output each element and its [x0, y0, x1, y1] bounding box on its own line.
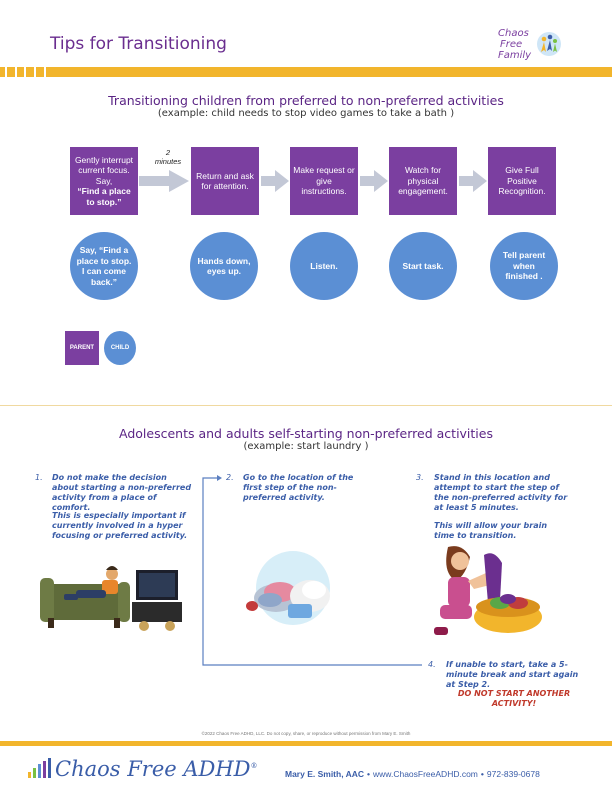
chaos-free-adhd-bars-icon — [28, 758, 51, 778]
laundry-pile-illustration — [246, 551, 330, 625]
brand-line-2: Free — [500, 39, 523, 50]
parent-step-3-text: Make request or give instructions. — [293, 165, 355, 197]
footer-rule — [0, 741, 612, 746]
footer-phone: 972-839-0678 — [486, 769, 540, 779]
brand-line-1: Chaos — [498, 28, 529, 39]
parent-step-1-text: Gently interrupt current focus. Say, — [74, 154, 134, 186]
page-title: Tips for Transitioning — [50, 34, 227, 54]
step-1-note: This is especially important if currentl… — [52, 511, 188, 540]
couch-gaming-illustration — [40, 566, 182, 631]
parent-step-5-text: Give Full Positive Recognition. — [498, 165, 546, 197]
step-3-number: 3. — [416, 473, 424, 482]
brand-line-3: Family — [498, 50, 532, 61]
arrow-time-label: 2 minutes — [150, 148, 186, 166]
legend-child: CHILD — [104, 331, 136, 365]
parent-step-5: Give Full Positive Recognition. — [488, 147, 556, 215]
step-2-text: Go to the location of the first step of … — [243, 473, 354, 502]
parent-step-1-quote: “Find a place to stop.” — [77, 186, 131, 207]
copyright-notice: ©2022 Chaos Free ADHD, LLC. Do not copy,… — [201, 731, 411, 736]
footer-brand: Chaos Free ADHD® — [55, 757, 258, 781]
parent-step-4-text: Watch for physical engagement. — [398, 165, 448, 197]
legend-parent: PARENT — [65, 331, 99, 365]
step-4-text: If unable to start, take a 5-minute brea… — [446, 660, 579, 689]
footer-contact: Mary E. Smith, AAC•www.ChaosFreeADHD.com… — [285, 769, 540, 779]
child-step-1: Say, “Find a place to stop. I can come b… — [70, 232, 138, 300]
child-step-3: Listen. — [290, 232, 358, 300]
parent-step-1: Gently interrupt current focus. Say,“Fin… — [70, 147, 138, 215]
girl-laundry-illustration — [434, 546, 542, 635]
footer-brand-name: Chaos Free ADHD — [55, 757, 251, 781]
chaos-free-family-logo-icon — [537, 32, 561, 56]
section1-title: Transitioning children from preferred to… — [108, 93, 504, 108]
loop-connector — [202, 475, 422, 666]
step-3-note: This will allow your brain time to trans… — [434, 521, 548, 540]
child-step-4: Start task. — [389, 232, 457, 300]
parent-step-3: Make request or give instructions. — [290, 147, 358, 215]
child-step-2: Hands down, eyes up. — [190, 232, 258, 300]
step-2-number: 2. — [226, 473, 234, 482]
step-4-warning: DO NOT START ANOTHER ACTIVITY! — [457, 689, 571, 708]
footer-brand-trademark: ® — [250, 762, 258, 770]
step-4-number: 4. — [428, 660, 436, 669]
parent-step-2-text: Return and ask for attention. — [196, 170, 254, 192]
footer-author: Mary E. Smith, AAC — [285, 769, 365, 779]
arrow-time-number: 2 — [165, 148, 171, 157]
section2-title: Adolescents and adults self-starting non… — [119, 426, 493, 441]
arrow-time-unit: minutes — [154, 157, 182, 166]
section-divider — [0, 405, 612, 406]
flow-arrow-icon — [261, 170, 289, 192]
parent-step-2: Return and ask for attention. — [191, 147, 259, 215]
header-dash-accent — [0, 67, 46, 77]
child-step-5: Tell parent when finished . — [490, 232, 558, 300]
flow-arrow-icon — [360, 170, 388, 192]
step-1-text: Do not make the decision about starting … — [52, 473, 192, 512]
step-3-text: Stand in this location and attempt to st… — [434, 473, 568, 512]
header-rule — [0, 67, 612, 77]
parent-step-4: Watch for physical engagement. — [389, 147, 457, 215]
footer-website-link[interactable]: www.ChaosFreeADHD.com — [373, 769, 478, 779]
brand-wordmark: Chaos Free Family — [498, 28, 531, 61]
step-1-number: 1. — [35, 473, 43, 482]
section2-subtitle: (example: start laundry ) — [243, 441, 369, 452]
flow-arrow-icon — [459, 170, 487, 192]
flow-arrow-icon — [139, 170, 189, 192]
section1-subtitle: (example: child needs to stop video game… — [157, 108, 455, 119]
